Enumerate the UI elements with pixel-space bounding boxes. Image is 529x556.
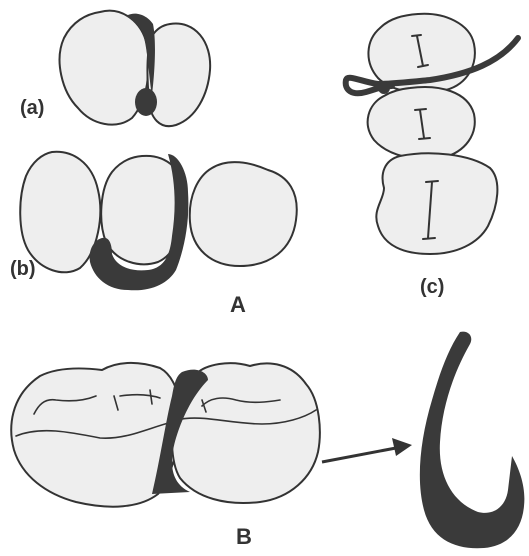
panel-b bbox=[11, 363, 320, 507]
tooth-a-right bbox=[147, 24, 210, 127]
arrow bbox=[322, 438, 412, 462]
wire-knot bbox=[378, 82, 390, 94]
wedge-a bbox=[135, 88, 157, 116]
label-b: (b) bbox=[10, 258, 36, 281]
arrow-shaft bbox=[322, 448, 396, 462]
label-panel-b: B bbox=[236, 524, 252, 550]
isolated-matrix-hook bbox=[420, 332, 525, 549]
label-a: (a) bbox=[20, 97, 44, 120]
tooth-b-left bbox=[20, 152, 100, 273]
panel-a-sub-b bbox=[20, 152, 297, 291]
panel-a-sub-c bbox=[346, 14, 518, 254]
tooth-a-left bbox=[60, 11, 149, 125]
label-panel-a: A bbox=[230, 292, 246, 318]
arrow-head bbox=[392, 438, 412, 456]
label-c: (c) bbox=[420, 276, 444, 299]
tooth-b-right bbox=[190, 162, 297, 266]
panel-a-sub-a bbox=[60, 11, 211, 126]
tooth-c-bottom bbox=[376, 153, 497, 254]
